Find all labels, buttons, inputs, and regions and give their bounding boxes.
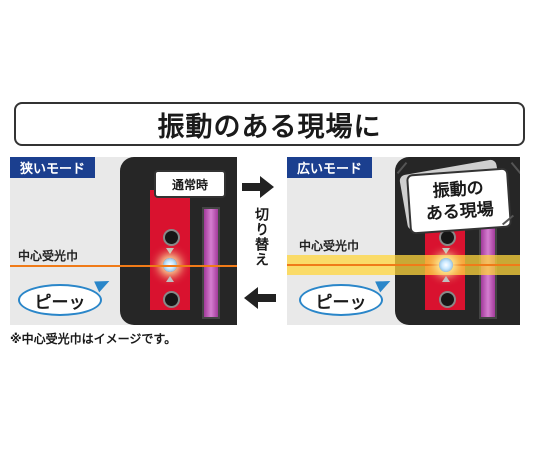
beep-text: ピーッ [34, 292, 86, 313]
up-triangle-icon [166, 276, 174, 282]
up-triangle-icon [442, 276, 450, 282]
arrow-right-icon [242, 176, 274, 198]
arrow-left-icon [244, 287, 276, 309]
lower-indicator-dot [163, 291, 180, 308]
wide-mode-label: 広いモード [287, 157, 373, 178]
card-line-2: ある現場 [425, 199, 495, 225]
laser-beam-narrow [10, 265, 237, 267]
receiver-indicator-bar [202, 207, 220, 319]
bubble-tail [94, 275, 112, 293]
center-led [439, 258, 453, 272]
down-triangle-icon [442, 248, 450, 254]
vibration-site-card: 振動の ある現場 [406, 167, 512, 235]
title-text: 振動のある現場に [157, 111, 382, 143]
switch-label: 切り替え [253, 207, 269, 267]
center-width-label: 中心受光巾 [18, 249, 79, 263]
beep-text: ピーッ [315, 292, 367, 313]
narrow-mode-label: 狭いモード [10, 157, 96, 178]
down-triangle-icon [166, 248, 174, 254]
title-banner: 振動のある現場に [14, 102, 525, 146]
center-width-label: 中心受光巾 [299, 239, 360, 253]
bubble-tail [375, 275, 393, 293]
narrow-mode-panel: 狭いモード 通常時 中心受光巾 ピーッ [10, 157, 237, 325]
upper-indicator-dot [163, 229, 180, 246]
lower-indicator-dot [439, 291, 456, 308]
speech-bubble-icon: ピーッ [299, 284, 383, 316]
laser-beam-center-line [287, 264, 520, 266]
speech-bubble-icon: ピーッ [18, 284, 102, 316]
wide-mode-panel: 広いモード 振動の ある現場 中心受光巾 ピーッ [287, 157, 520, 325]
footnote: ※中心受光巾はイメージです。 [10, 332, 177, 346]
normal-tag: 通常時 [154, 170, 226, 198]
